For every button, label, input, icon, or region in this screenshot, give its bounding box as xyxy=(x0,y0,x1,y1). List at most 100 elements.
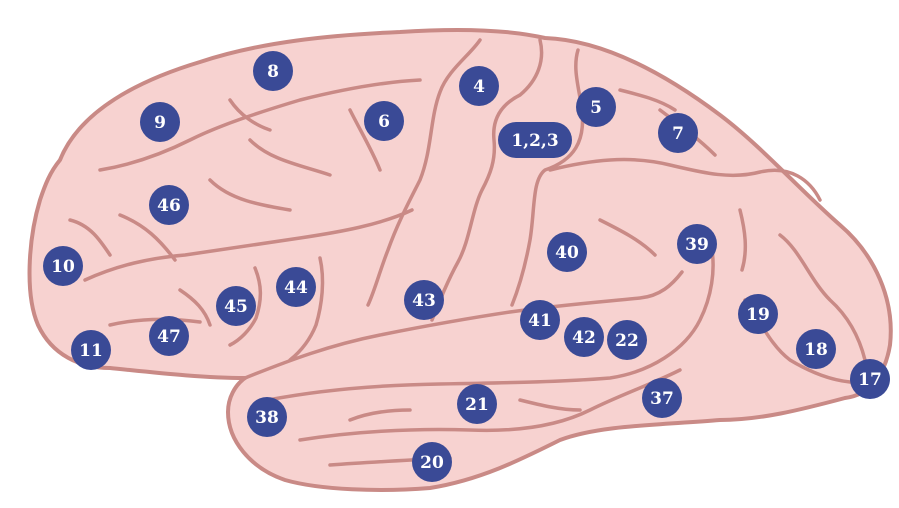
frontal-gyrus-line-4 xyxy=(68,218,112,257)
area-label-11: 11 xyxy=(79,341,103,361)
area-label-10: 10 xyxy=(51,257,75,277)
area-marker-badge xyxy=(677,224,717,264)
inferior-temporal-sulcus xyxy=(298,368,682,442)
area-marker-badge xyxy=(576,87,616,127)
area-marker-42: 42 xyxy=(564,317,604,357)
area-marker-badge xyxy=(738,294,778,334)
area-marker-46: 46 xyxy=(149,185,189,225)
occipital-sulcus xyxy=(778,233,867,362)
frontal-gyrus-line-2 xyxy=(208,178,292,212)
area-marker-badge xyxy=(459,66,499,106)
parietal-line-1 xyxy=(598,218,657,257)
area-label-47: 47 xyxy=(157,327,181,347)
area-marker-8: 8 xyxy=(253,51,293,91)
area-label-5: 5 xyxy=(590,98,602,118)
area-label-21: 21 xyxy=(465,395,489,415)
temporal-line-2 xyxy=(348,408,412,422)
area-label-4: 4 xyxy=(473,77,485,97)
area-label-45: 45 xyxy=(224,297,248,317)
area-label-22: 22 xyxy=(615,331,639,351)
postcentral-sulcus xyxy=(510,48,585,307)
area-marker-47: 47 xyxy=(149,316,189,356)
area-marker-40: 40 xyxy=(547,232,587,272)
frontal-gyrus-line-5 xyxy=(348,108,382,172)
area-marker-18: 18 xyxy=(796,329,836,369)
frontal-gyrus-line-6 xyxy=(228,98,272,132)
area-marker-badge xyxy=(564,317,604,357)
area-marker-badge xyxy=(850,359,890,399)
orbital-line xyxy=(108,317,202,327)
area-marker-badge xyxy=(607,320,647,360)
area-marker-19: 19 xyxy=(738,294,778,334)
area-marker-22: 22 xyxy=(607,320,647,360)
area-marker-badge xyxy=(276,267,316,307)
area-marker-badge xyxy=(216,286,256,326)
area-marker-4: 4 xyxy=(459,66,499,106)
area-marker-badge xyxy=(520,300,560,340)
area-label-20: 20 xyxy=(420,453,444,473)
area-marker-badge xyxy=(253,51,293,91)
area-marker-17: 17 xyxy=(850,359,890,399)
area-marker-badge xyxy=(149,185,189,225)
area-marker-21: 21 xyxy=(457,384,497,424)
area-label-39: 39 xyxy=(685,235,709,255)
area-marker-7: 7 xyxy=(658,113,698,153)
area-marker-11: 11 xyxy=(71,330,111,370)
area-label-7: 7 xyxy=(672,124,684,144)
area-marker-45: 45 xyxy=(216,286,256,326)
area-marker-badge xyxy=(149,316,189,356)
area-label-43: 43 xyxy=(412,291,436,311)
area-label-46: 46 xyxy=(157,196,181,216)
intraparietal-sulcus xyxy=(548,157,822,202)
area-label-8: 8 xyxy=(267,62,279,82)
parietal-line-4 xyxy=(618,88,677,112)
area-marker-43: 43 xyxy=(404,280,444,320)
area-marker-5: 5 xyxy=(576,87,616,127)
area-label-9: 9 xyxy=(154,113,166,133)
area-marker-20: 20 xyxy=(412,442,452,482)
area-marker-badge xyxy=(498,122,572,158)
area-label-41: 41 xyxy=(528,311,552,331)
area-label-42: 42 xyxy=(572,328,596,348)
area-marker-1-2-3: 1,2,3 xyxy=(498,122,572,158)
sulci-lines xyxy=(68,38,867,467)
area-label-17: 17 xyxy=(858,370,882,390)
pars-line-1 xyxy=(288,256,325,362)
area-marker-badge xyxy=(140,102,180,142)
area-marker-badge xyxy=(43,246,83,286)
area-marker-badge xyxy=(71,330,111,370)
central-sulcus xyxy=(430,38,544,322)
area-marker-9: 9 xyxy=(140,102,180,142)
area-marker-badge xyxy=(247,397,287,437)
area-label-1-2-3: 1,2,3 xyxy=(511,131,558,151)
parietal-line-2 xyxy=(738,208,748,272)
area-marker-badge xyxy=(364,101,404,141)
area-marker-badge xyxy=(547,232,587,272)
inferior-frontal-sulcus xyxy=(83,208,414,282)
area-marker-badge xyxy=(642,378,682,418)
area-marker-badge xyxy=(658,113,698,153)
area-label-38: 38 xyxy=(255,408,279,428)
area-marker-41: 41 xyxy=(520,300,560,340)
area-marker-6: 6 xyxy=(364,101,404,141)
area-label-6: 6 xyxy=(378,112,390,132)
area-marker-44: 44 xyxy=(276,267,316,307)
area-marker-10: 10 xyxy=(43,246,83,286)
area-label-18: 18 xyxy=(804,340,828,360)
pars-line-2 xyxy=(228,266,263,347)
area-marker-37: 37 xyxy=(642,378,682,418)
lateral-fissure xyxy=(243,270,684,380)
temporal-line-3 xyxy=(518,398,582,412)
area-label-40: 40 xyxy=(555,243,579,263)
superior-temporal-sulcus xyxy=(266,248,715,402)
area-label-19: 19 xyxy=(746,305,770,325)
area-marker-badge xyxy=(457,384,497,424)
area-marker-badge xyxy=(796,329,836,369)
area-label-44: 44 xyxy=(284,278,308,298)
frontal-gyrus-line-1 xyxy=(248,138,332,177)
pars-line-3 xyxy=(178,288,212,327)
area-marker-38: 38 xyxy=(247,397,287,437)
precentral-sulcus xyxy=(366,38,482,307)
